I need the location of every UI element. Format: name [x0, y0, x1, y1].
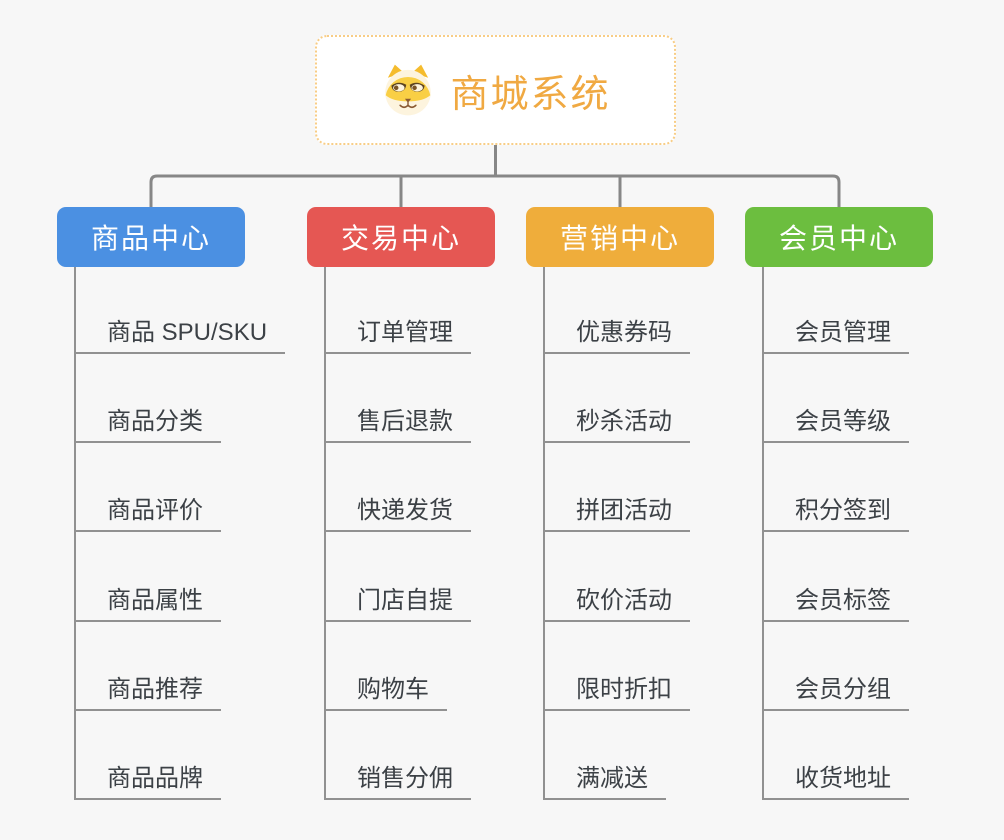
leaf-topic[interactable]: 商品属性: [74, 576, 221, 622]
root-title: 商城系统: [450, 73, 611, 116]
leaf-label: 收货地址: [795, 765, 891, 792]
leaf-label: 会员标签: [795, 587, 891, 614]
leaf-label: 销售分佣: [357, 765, 453, 792]
leaf-topic[interactable]: 门店自提: [324, 576, 471, 622]
branch-topic[interactable]: 商品中心: [57, 207, 245, 267]
branch-topic[interactable]: 会员中心: [745, 207, 933, 267]
leaf-label: 商品评价: [107, 497, 203, 524]
leaf-label: 积分签到: [795, 497, 891, 524]
root-topic[interactable]: 商城系统: [315, 35, 676, 145]
leaf-topic[interactable]: 拼团活动: [543, 486, 690, 532]
leaf-label: 商品品牌: [107, 765, 203, 792]
leaf-label: 拼团活动: [576, 497, 672, 524]
leaf-label: 门店自提: [357, 587, 453, 614]
leaf-label: 商品 SPU/SKU: [107, 319, 268, 346]
leaf-topic[interactable]: 砍价活动: [543, 576, 690, 622]
leaf-label: 售后退款: [357, 408, 453, 435]
leaf-topic[interactable]: 限时折扣: [543, 665, 690, 711]
leaf-label: 快递发货: [357, 497, 453, 524]
leaf-label: 商品属性: [107, 587, 203, 614]
leaf-topic[interactable]: 快递发货: [324, 486, 471, 532]
leaf-topic[interactable]: 积分签到: [762, 486, 909, 532]
leaf-topic[interactable]: 商品 SPU/SKU: [74, 308, 286, 354]
leaf-topic[interactable]: 收货地址: [762, 754, 909, 800]
leaf-topic[interactable]: 优惠券码: [543, 308, 690, 354]
dog-face-icon: [380, 62, 436, 118]
leaf-topic[interactable]: 售后退款: [324, 397, 471, 443]
branch-label: 交易中心: [340, 223, 461, 254]
branch-topic[interactable]: 营销中心: [526, 207, 714, 267]
leaf-topic[interactable]: 会员管理: [762, 308, 909, 354]
branch-label: 商品中心: [90, 223, 211, 254]
leaf-topic[interactable]: 满减送: [543, 754, 666, 800]
leaf-label: 会员等级: [795, 408, 891, 435]
leaf-topic[interactable]: 商品分类: [74, 397, 221, 443]
leaf-topic[interactable]: 会员标签: [762, 576, 909, 622]
leaf-label: 满减送: [576, 765, 648, 792]
leaf-label: 商品分类: [107, 408, 203, 435]
leaf-topic[interactable]: 秒杀活动: [543, 397, 690, 443]
leaf-label: 秒杀活动: [576, 408, 672, 435]
leaf-label: 商品推荐: [107, 676, 203, 703]
leaf-label: 会员分组: [795, 676, 891, 703]
branch-topic[interactable]: 交易中心: [307, 207, 495, 267]
leaf-topic[interactable]: 购物车: [324, 665, 447, 711]
leaf-topic[interactable]: 订单管理: [324, 308, 471, 354]
leaf-topic[interactable]: 商品品牌: [74, 754, 221, 800]
leaf-label: 购物车: [357, 676, 429, 703]
leaf-label: 限时折扣: [576, 676, 672, 703]
leaf-label: 砍价活动: [576, 587, 672, 614]
branch-label: 会员中心: [778, 223, 899, 254]
leaf-label: 优惠券码: [576, 319, 672, 346]
leaf-label: 订单管理: [357, 319, 453, 346]
leaf-topic[interactable]: 商品推荐: [74, 665, 221, 711]
leaf-topic[interactable]: 会员等级: [762, 397, 909, 443]
leaf-topic[interactable]: 销售分佣: [324, 754, 471, 800]
branch-label: 营销中心: [559, 223, 680, 254]
leaf-topic[interactable]: 商品评价: [74, 486, 221, 532]
leaf-topic[interactable]: 会员分组: [762, 665, 909, 711]
leaf-label: 会员管理: [795, 319, 891, 346]
